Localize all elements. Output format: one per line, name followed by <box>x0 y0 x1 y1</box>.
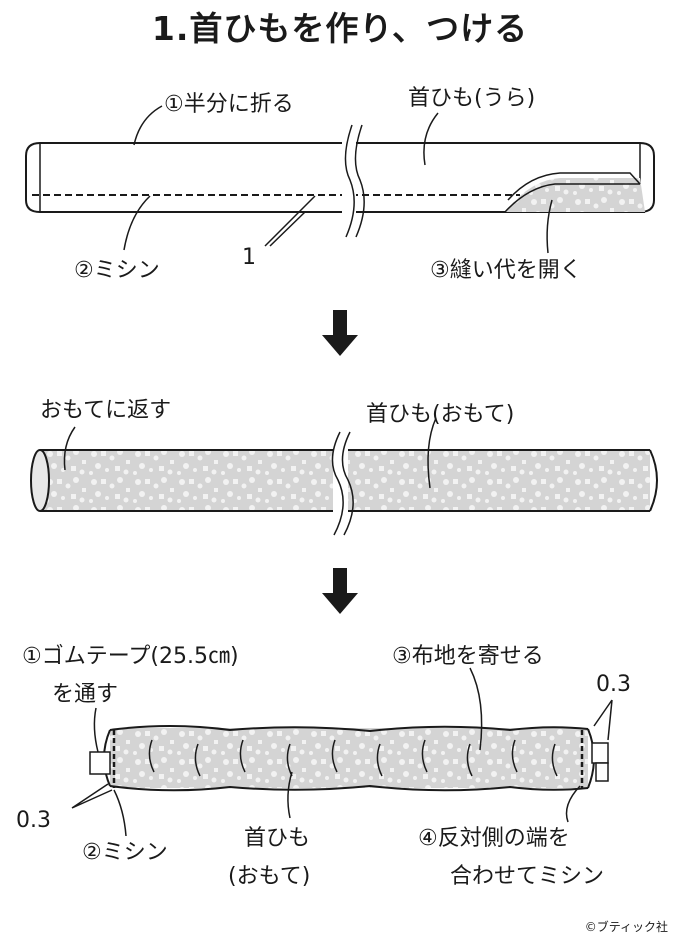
strap-turned-front <box>30 417 658 536</box>
label-strap-back: 首ひも(うら) <box>408 86 536 111</box>
label-margin-left: 0.3 <box>16 808 51 833</box>
label-elastic-line2: を通す <box>52 682 119 707</box>
copyright: ©ブティック社 <box>584 920 668 934</box>
down-arrow-icon <box>322 568 358 614</box>
label-turn-out: おもてに返す <box>40 398 172 423</box>
label-sewing-2: ②ミシン <box>82 840 168 865</box>
label-sewing-1: ②ミシン <box>74 258 160 283</box>
label-join-line1: ④反対側の端を <box>418 826 570 851</box>
down-arrow-icon <box>322 310 358 356</box>
label-open-allowance: ③縫い代を開く <box>430 258 582 283</box>
label-seam-width: 1 <box>242 245 256 270</box>
label-margin-right: 0.3 <box>596 672 631 697</box>
label-strap-front-line1: 首ひも <box>244 826 311 851</box>
page-title: 1.首ひもを作り、つける <box>151 9 529 48</box>
strap-folded-back <box>25 105 655 254</box>
label-gather: ③布地を寄せる <box>392 644 544 669</box>
label-join-line2: 合わせてミシン <box>450 864 605 889</box>
label-elastic-line1: ①ゴムテープ(25.5㎝) <box>22 644 239 669</box>
strap-gathered <box>71 667 613 837</box>
label-strap-front: 首ひも(おもて) <box>366 402 515 427</box>
label-fold-half: ①半分に折る <box>164 92 294 117</box>
label-strap-front-line2: (おもて) <box>228 864 311 889</box>
